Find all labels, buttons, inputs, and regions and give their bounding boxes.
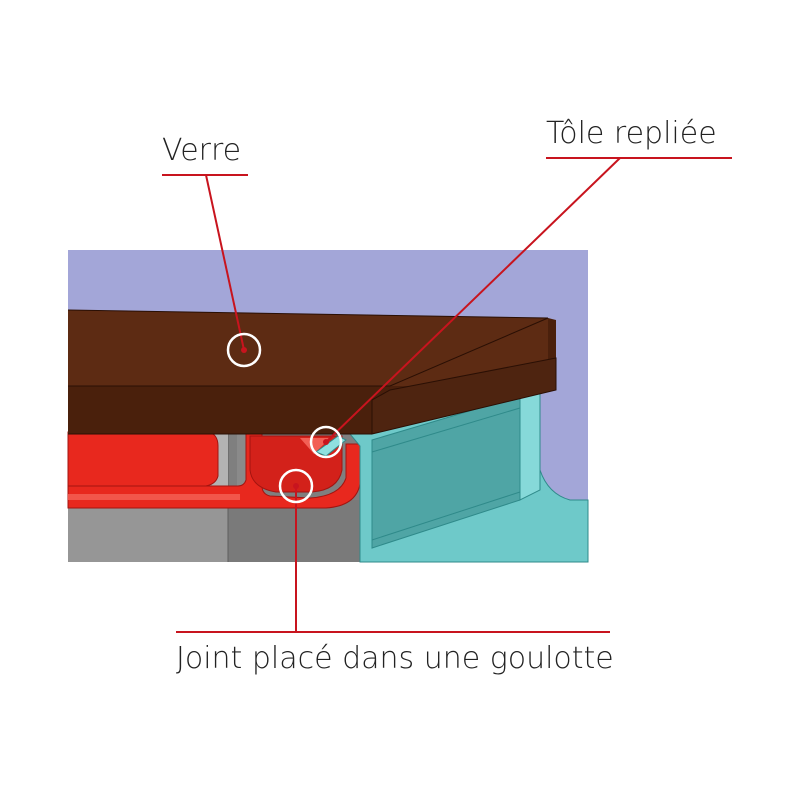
glass-pane [67,309,557,435]
marker-gasket [278,468,314,504]
leader-glass [205,174,245,351]
callout-glass [162,174,262,368]
callout-folded-sheet [309,157,732,459]
marker-dot-glass [241,347,247,353]
label-gasket: Joint placé dans une goulotte [176,641,614,676]
render-view [67,250,589,563]
leader-folded-sheet [325,157,621,443]
label-folded-sheet: Tôle repliée [546,116,717,151]
callout-gasket [176,468,610,633]
marker-folded-sheet [309,425,343,459]
marker-glass [226,332,262,368]
label-glass: Verre [162,133,242,168]
marker-dot-gasket [293,483,299,489]
teal-profile [314,367,589,563]
marker-dot-folded-sheet [323,439,329,445]
